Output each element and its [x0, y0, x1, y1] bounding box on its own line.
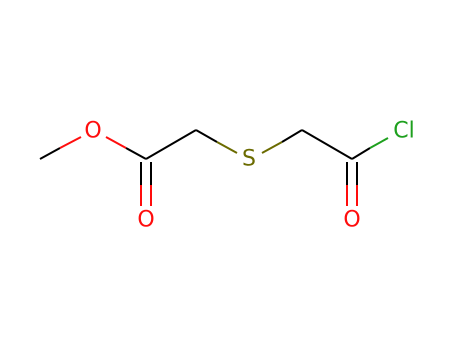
- bond-methyl-o: [39, 147, 61, 160]
- atom-o-ester: O: [84, 119, 101, 144]
- bond-s-ch2: [261, 141, 283, 154]
- bond-ch2-s: [195, 129, 218, 143]
- bond-methyl-o-red: [59, 136, 82, 149]
- bond-s-ch2-black: [281, 129, 303, 143]
- bond-ch2-carbonyl-right: [301, 129, 353, 160]
- atom-o-carbonyl-left: O: [137, 208, 154, 233]
- bond-o-carbonyl-black: [125, 147, 147, 160]
- bond-carbonyl-cl-green: [369, 137, 389, 149]
- atom-o-carbonyl-right: O: [343, 208, 360, 233]
- atom-s-thioether: S: [242, 147, 256, 172]
- atom-cl: Cl: [393, 119, 414, 144]
- bond-o-carbonyl: [105, 136, 127, 149]
- bond-carbonyl-ch2-left: [145, 129, 197, 160]
- bond-carbonyl-cl: [351, 147, 371, 160]
- bond-ch2-s-olive: [216, 141, 238, 154]
